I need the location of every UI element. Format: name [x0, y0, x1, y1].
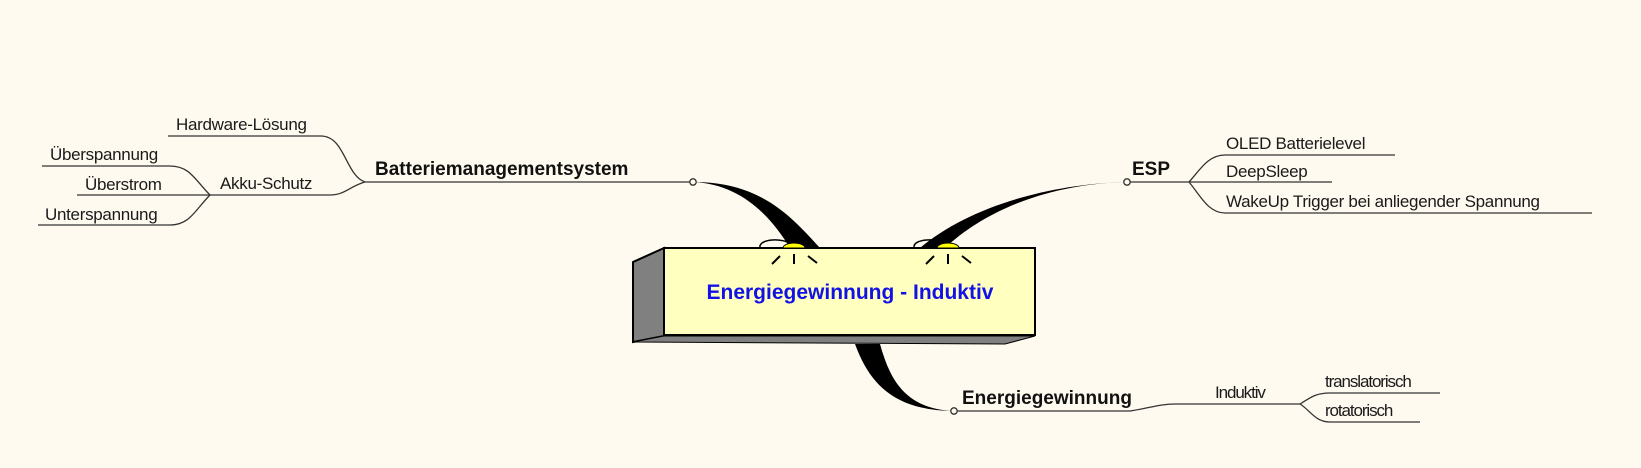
subtopic-rotatorisch[interactable]: rotatorisch — [1325, 401, 1393, 420]
subtopic-hardware-loesung[interactable]: Hardware-Lösung — [176, 115, 307, 134]
link-rotatorisch — [1299, 403, 1420, 423]
link-unterspannung — [38, 194, 211, 226]
subtopic-ueberspannung[interactable]: Überspannung — [50, 145, 158, 164]
central-topic-bottom — [632, 335, 1036, 345]
link-translatorisch — [1299, 392, 1440, 405]
central-topic-title[interactable]: Energiegewinnung - Induktiv — [706, 281, 994, 304]
central-topic-box[interactable] — [632, 246, 1036, 345]
subtopic-ueberstrom[interactable]: Überstrom — [85, 175, 162, 194]
central-topic-face — [663, 247, 1036, 336]
subtopic-induktiv[interactable]: Induktiv — [1215, 383, 1266, 402]
central-topic-side — [632, 246, 665, 344]
subtopic-oled-batterielevel[interactable]: OLED Batterielevel — [1226, 134, 1366, 153]
topic-esp[interactable]: ESP — [1132, 159, 1171, 180]
topic-batteriemanagementsystem[interactable]: Batteriemanagementsystem — [375, 159, 629, 180]
lamp-icon-left — [759, 239, 818, 265]
link-oled — [1188, 154, 1395, 183]
connector-esp — [920, 182, 1124, 248]
node-handle-bms[interactable] — [689, 178, 697, 186]
lamp-icon-right — [913, 239, 972, 265]
node-handle-energie[interactable] — [950, 407, 958, 415]
subtopic-deepsleep[interactable]: DeepSleep — [1226, 162, 1308, 181]
node-handle-esp[interactable] — [1123, 178, 1131, 186]
subtopic-unterspannung[interactable]: Unterspannung — [45, 205, 158, 224]
subtopic-wakeup-trigger[interactable]: WakeUp Trigger bei anliegender Spannung — [1226, 192, 1540, 211]
subtopic-akku-schutz[interactable]: Akku-Schutz — [220, 174, 313, 193]
link-wakeup — [1188, 181, 1592, 214]
link-akku — [210, 181, 366, 196]
connector-bms — [693, 182, 820, 248]
subtopic-translatorisch[interactable]: translatorisch — [1325, 372, 1412, 391]
topic-energiegewinnung[interactable]: Energiegewinnung — [962, 388, 1132, 409]
connector-energie — [855, 344, 952, 411]
link-ueberspannung — [42, 165, 211, 196]
link-hardware — [168, 135, 366, 183]
link-induktiv — [1129, 403, 1300, 412]
